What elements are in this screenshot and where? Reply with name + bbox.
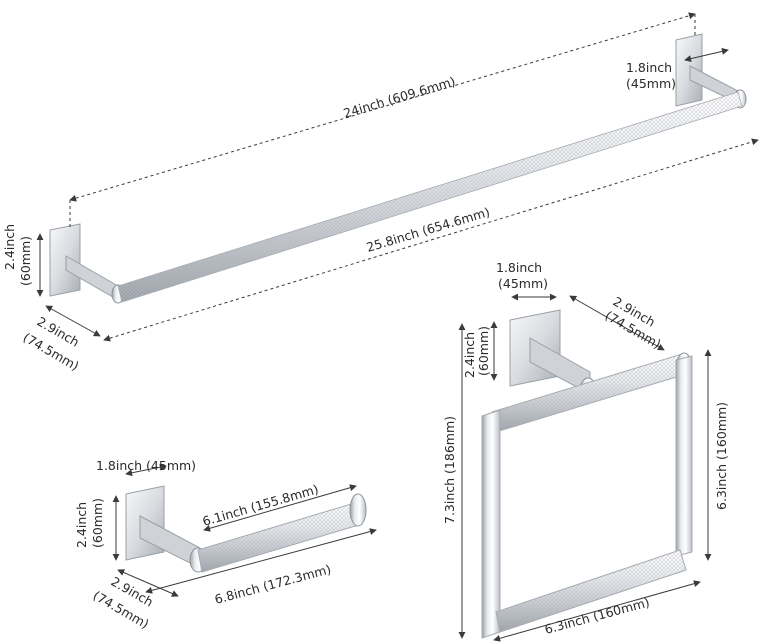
towel-bar-rod (117, 91, 743, 303)
paper-holder-base-height-label: 2.4inch (74, 502, 89, 548)
paper-holder-end-cap (349, 493, 367, 527)
towel-ring-overall-height-label: 7.3inch (186mm) (442, 416, 457, 524)
towel-bar-base-height-label: 2.4inch (2, 224, 17, 270)
paper-holder-base-width-label: 1.8inch (45mm) (96, 458, 196, 473)
towel-bar-overall-length-line (103, 138, 759, 342)
towel-ring-left-side (481, 409, 501, 639)
towel-ring: 1.8inch (45mm) 2.9inch (74.5mm) 2.4inch … (442, 260, 729, 642)
towel-ring-height-label: 6.3inch (160mm) (714, 402, 729, 510)
towel-bar-inner-length-label: 24inch (609.6mm) (342, 74, 457, 121)
towel-ring-base-width-mm: (45mm) (498, 276, 548, 291)
paper-holder-overall-length-label: 6.8inch (172.3mm) (213, 561, 333, 607)
towel-ring-base-height-label: 2.4inch (462, 332, 477, 378)
paper-holder-mount (125, 485, 207, 573)
towel-bar-base-width-mm: (45mm) (626, 76, 676, 91)
paper-holder: 1.8inch (45mm) 2.4inch (60mm) 6.1inch (1… (74, 458, 377, 632)
towel-bar-left-mount (49, 223, 125, 304)
towel-ring-base-height-mm: (60mm) (476, 326, 491, 376)
towel-bar-base-width-label: 1.8inch (626, 60, 672, 75)
paper-holder-base-height-mm: (60mm) (90, 498, 105, 548)
towel-ring-right-side (675, 355, 693, 557)
towel-bar-base-height-mm: (60mm) (18, 236, 33, 286)
towel-ring-base-width-label: 1.8inch (496, 260, 542, 275)
